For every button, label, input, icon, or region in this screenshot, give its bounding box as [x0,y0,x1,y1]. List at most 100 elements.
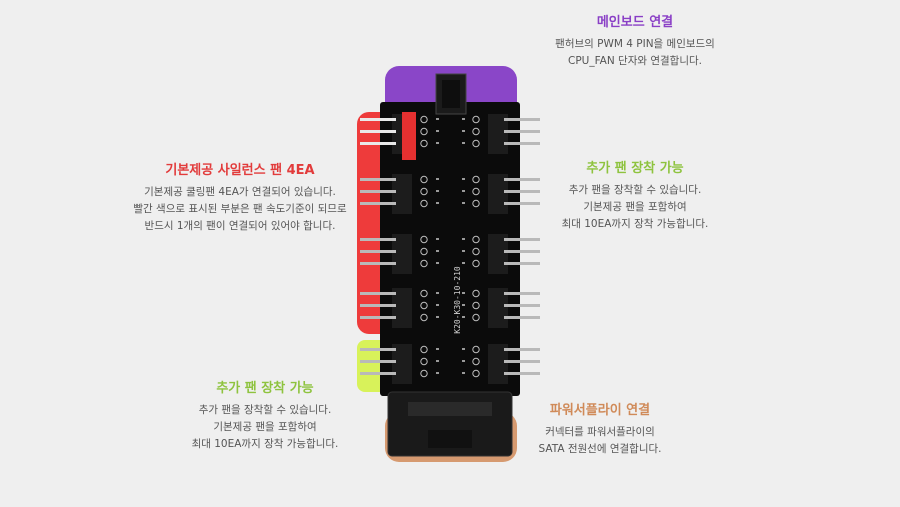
fan-pin-right [504,304,540,307]
solder-pad [472,259,480,268]
add-fan-left-callout: 추가 팬 장착 가능 추가 팬을 장착할 수 있습니다. 기본제공 팬을 포함하… [160,380,370,453]
silkscreen-mark [436,360,439,362]
solder-pad [472,199,480,208]
silkscreen-mark [436,118,439,120]
pcb [380,102,520,396]
fan-pin-right [504,142,540,145]
silkscreen-mark [436,250,439,252]
solder-pad [472,115,480,124]
solder-pad [472,175,480,184]
motherboard-title: 메인보드 연결 [596,15,674,30]
system-fan-callout: 기본제공 사일런스 팬 4EA 기본제공 쿨링팬 4EA가 연결되어 있습니다.… [100,162,380,235]
fan-pin-left [360,178,396,181]
solder-pad [472,139,480,148]
solder-pad [420,357,428,366]
silkscreen-mark [462,250,465,252]
power-callout: 파워서플라이 연결 커넥터를 파워서플라이의 SATA 전원선에 연결합니다. [505,402,695,458]
silkscreen-mark [462,360,465,362]
silkscreen-mark [462,372,465,374]
silkscreen-mark [436,130,439,132]
fan-pin-right [504,178,540,181]
add-fan-right-callout: 추가 팬 장착 가능 추가 팬을 장착할 수 있습니다. 기본제공 팬을 포함하… [530,160,740,233]
fan-header-right [488,174,508,214]
solder-pad [472,247,480,256]
solder-pad [420,345,428,354]
fan-pin-left [360,118,396,121]
fan-pin-right [504,202,540,205]
silkscreen-mark [462,262,465,264]
fan-pin-right [504,348,540,351]
solder-pad [420,187,428,196]
solder-pad [420,127,428,136]
solder-pad [472,235,480,244]
silkscreen-mark [462,316,465,318]
power-title: 파워서플라이 연결 [549,403,651,418]
solder-pad [472,357,480,366]
solder-pad [420,139,428,148]
fan-pin-right [504,190,540,193]
silkscreen-mark [436,292,439,294]
fan-pin-right [504,372,540,375]
silkscreen-mark [436,348,439,350]
solder-pad [472,369,480,378]
silkscreen-mark [462,130,465,132]
fan-header-left [392,344,412,384]
solder-pad [420,247,428,256]
silkscreen-mark [436,238,439,240]
system-fan-title: 기본제공 사일런스 팬 4EA [165,163,315,178]
silkscreen-mark [462,118,465,120]
fan-pin-left [360,316,396,319]
fan-pin-right [504,292,540,295]
solder-pad [472,313,480,322]
silkscreen-mark [462,202,465,204]
fan-pin-right [504,238,540,241]
silkscreen-mark [462,238,465,240]
solder-pad [420,289,428,298]
fan-header-left [392,288,412,328]
solder-pad [420,115,428,124]
system-fan-desc: 기본제공 쿨링팬 4EA가 연결되어 있습니다. 빨간 색으로 표시된 부분은 … [133,186,347,232]
solder-pad [420,199,428,208]
motherboard-callout: 메인보드 연결 팬허브의 PWM 4 PIN을 메인보드의 CPU_FAN 단자… [515,14,755,70]
fan-pin-right [504,130,540,133]
solder-pad [472,187,480,196]
fan-pin-right [504,360,540,363]
silkscreen-mark [436,304,439,306]
fan-pin-right [504,250,540,253]
silkscreen-mark [436,142,439,144]
fan-pin-left [360,142,396,145]
tach-connector-marker [402,112,416,160]
fan-pin-left [360,190,396,193]
fan-header-right [488,344,508,384]
fan-pin-left [360,360,396,363]
sata-notch [428,430,472,448]
add-fan-left-title: 추가 팬 장착 가능 [216,381,314,396]
fan-pin-right [504,262,540,265]
fan-pin-left [360,304,396,307]
silkscreen-mark [436,262,439,264]
solder-pad [420,259,428,268]
solder-pad [472,289,480,298]
silkscreen-mark [462,190,465,192]
solder-pad [420,235,428,244]
fan-pin-left [360,292,396,295]
solder-pad [472,345,480,354]
add-fan-left-desc: 추가 팬을 장착할 수 있습니다. 기본제공 팬을 포함하여 최대 10EA까지… [191,404,339,450]
silkscreen-mark [436,178,439,180]
silkscreen-mark [462,178,465,180]
solder-pad [472,301,480,310]
pwm-header-inner [442,80,460,108]
fan-header-left [392,234,412,274]
motherboard-desc: 팬허브의 PWM 4 PIN을 메인보드의 CPU_FAN 단자와 연결합니다. [555,38,715,67]
solder-pad [472,127,480,136]
fan-pin-right [504,316,540,319]
solder-pad [420,313,428,322]
sata-slot [408,402,492,416]
solder-pad [420,369,428,378]
fan-pin-left [360,250,396,253]
fan-pin-left [360,202,396,205]
silkscreen-mark [436,202,439,204]
silkscreen-mark [462,142,465,144]
power-desc: 커넥터를 파워서플라이의 SATA 전원선에 연결합니다. [538,426,662,455]
